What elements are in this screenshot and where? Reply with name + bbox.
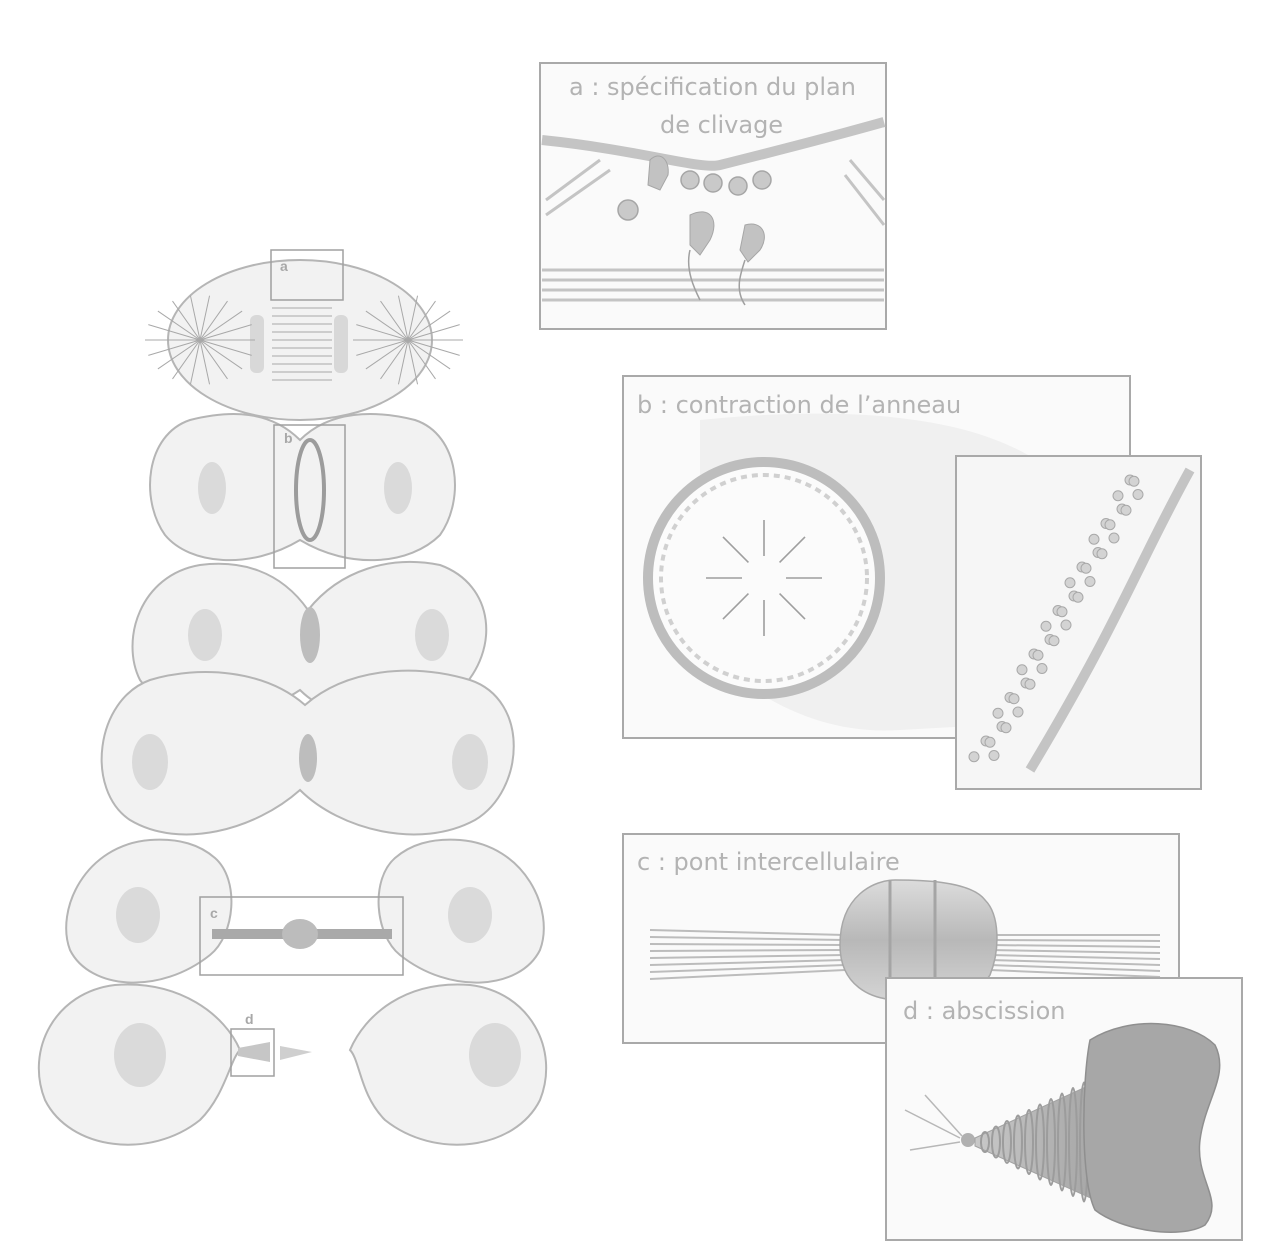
caption-a-line1: a : spécification du plan [569, 72, 856, 102]
chromosome-set-right [334, 315, 348, 373]
stage-5-cells [66, 840, 544, 983]
stage-2-cell [150, 414, 455, 568]
daughter-cell-edge [1084, 1024, 1220, 1233]
caption-c: c : pont intercellulaire [637, 847, 900, 877]
stage-6-cells [39, 985, 546, 1145]
box-letter-d: d [245, 1011, 254, 1027]
caption-b: b : contraction de l’anneau [637, 390, 961, 420]
panel-b [623, 376, 1201, 789]
box-letter-a: a [280, 258, 288, 274]
stage-1-cell [145, 250, 463, 420]
caption-d: d : abscission [903, 996, 1065, 1026]
chromosome-set-left [250, 315, 264, 373]
contractile-ring-cross-section [648, 462, 880, 694]
box-letter-c: c [210, 905, 218, 921]
caption-a-line2: de clivage [660, 110, 783, 140]
panel-a [540, 63, 886, 329]
box-letter-b: b [284, 430, 293, 446]
